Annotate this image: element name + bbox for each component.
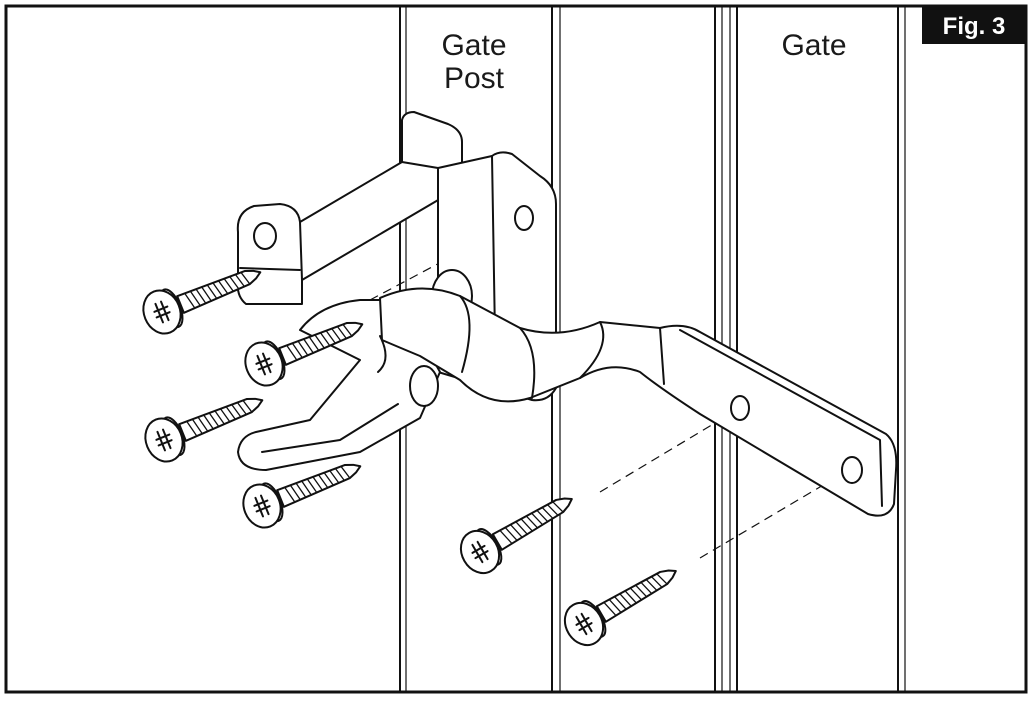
figure-badge <box>922 6 1026 44</box>
gate-boards <box>714 5 906 693</box>
bar-screw <box>452 478 584 582</box>
gate-label: Gate <box>781 29 846 62</box>
figure-badge-text: Fig. 3 <box>943 13 1006 40</box>
gate-post-label-line1: Gate <box>441 29 506 62</box>
gate-post-label-line2: Post <box>444 62 505 95</box>
figure-border <box>4 4 1028 694</box>
latch-keeper-bracket <box>236 111 463 305</box>
latch-bar <box>379 287 898 517</box>
bar-screw <box>556 550 688 654</box>
